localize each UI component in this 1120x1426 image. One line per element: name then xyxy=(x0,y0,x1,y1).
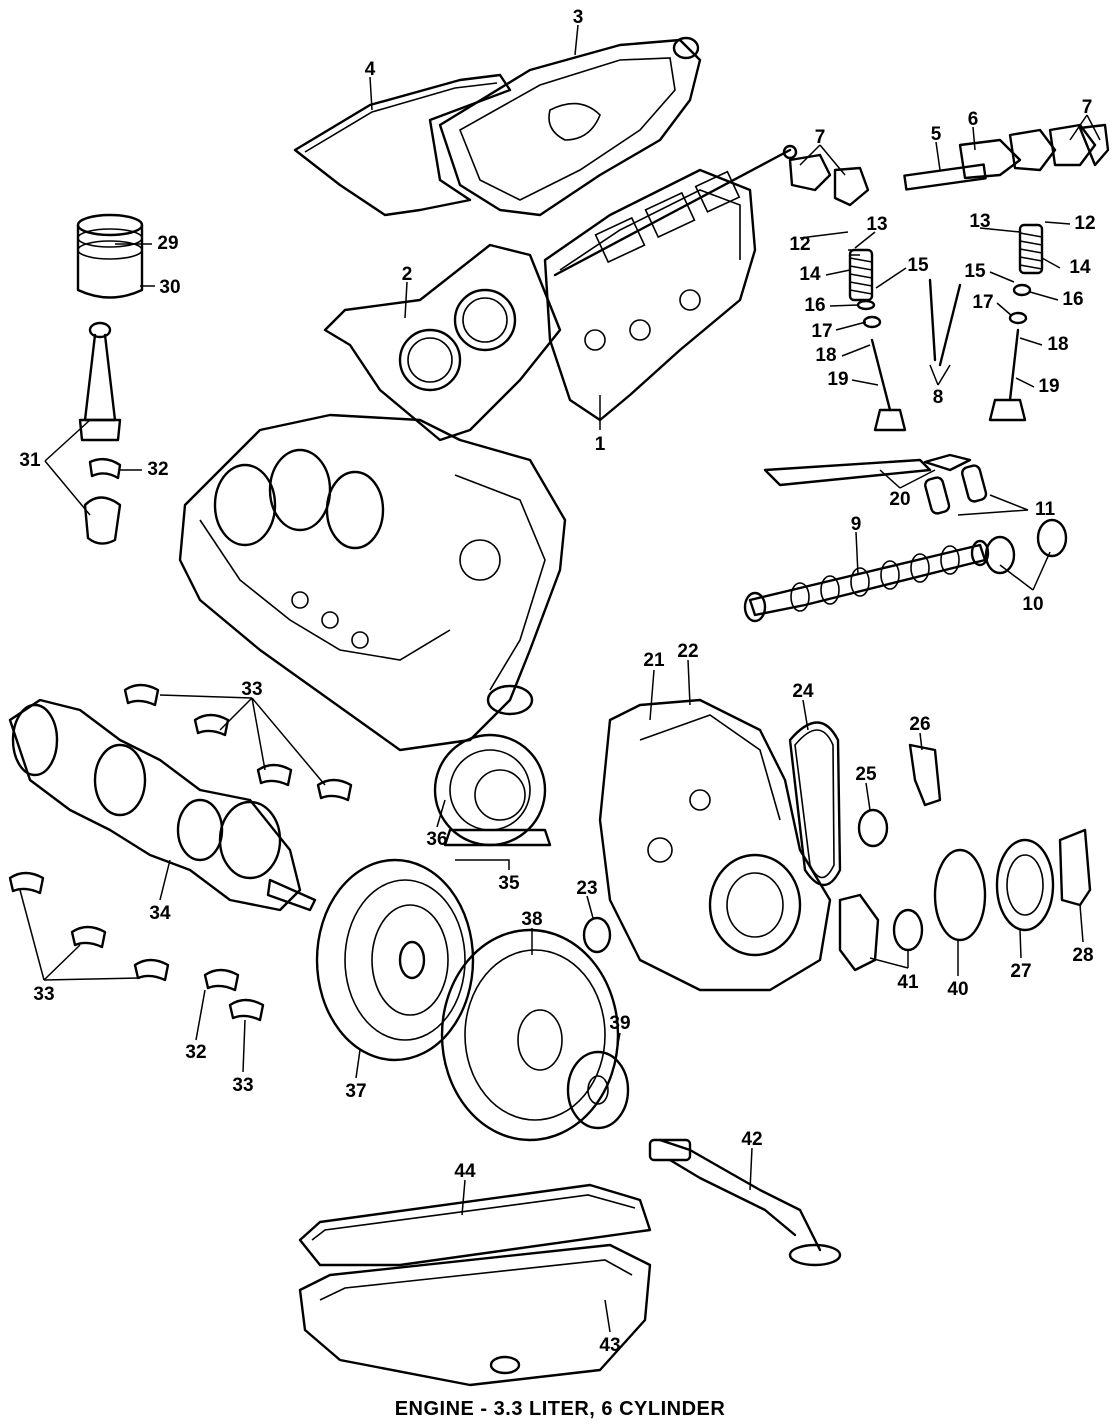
rocker-shaft xyxy=(788,123,1110,207)
callout-43: 43 xyxy=(599,1335,620,1356)
callout-20: 20 xyxy=(889,489,910,510)
callout-7: 7 xyxy=(815,127,826,148)
pushrods xyxy=(928,278,962,367)
callout-38: 38 xyxy=(521,909,542,930)
callout-16: 16 xyxy=(1062,289,1083,310)
oil-pickup xyxy=(648,1138,842,1267)
cam-sprocket xyxy=(857,808,889,848)
piston xyxy=(76,213,144,299)
callout-12: 12 xyxy=(1074,213,1095,234)
callout-42: 42 xyxy=(741,1129,762,1150)
callout-2: 2 xyxy=(402,264,413,285)
callout-11: 11 xyxy=(1035,499,1056,520)
callout-17: 17 xyxy=(811,321,832,342)
timing-cover-seal xyxy=(582,916,612,954)
callout-30: 30 xyxy=(159,277,180,298)
callout-13: 13 xyxy=(969,211,990,232)
crankshaft xyxy=(8,698,317,912)
oil-pump-gears xyxy=(838,828,1092,972)
callout-19: 19 xyxy=(1038,376,1059,397)
callout-10: 10 xyxy=(1022,594,1043,615)
camshaft xyxy=(743,539,990,623)
diagram-caption: ENGINE - 3.3 LITER, 6 CYLINDER xyxy=(394,1398,726,1420)
callout-40: 40 xyxy=(947,979,968,1000)
callout-33: 33 xyxy=(241,679,262,700)
crank-sprocket-plate xyxy=(566,1050,630,1130)
callout-16: 16 xyxy=(804,295,825,316)
cam-bearings xyxy=(984,518,1068,575)
valve-train-left xyxy=(848,248,907,432)
callout-26: 26 xyxy=(909,714,930,735)
callout-1: 1 xyxy=(595,434,606,455)
callout-32: 32 xyxy=(147,459,168,480)
callout-17: 17 xyxy=(972,292,993,313)
timing-chain xyxy=(788,721,842,887)
callout-36: 36 xyxy=(426,829,447,850)
oil-pan-gasket xyxy=(298,1183,652,1267)
callout-9: 9 xyxy=(851,514,862,535)
callout-14: 14 xyxy=(1069,257,1091,278)
callout-14: 14 xyxy=(799,264,821,285)
connecting-rod xyxy=(78,321,122,545)
callout-7: 7 xyxy=(1082,97,1093,118)
valve-cover xyxy=(438,36,702,217)
timing-cover xyxy=(598,698,832,992)
engine-block xyxy=(178,413,567,752)
callout-3: 3 xyxy=(573,7,584,28)
callout-27: 27 xyxy=(1010,961,1031,982)
lifter-guide xyxy=(763,453,972,487)
callout-12: 12 xyxy=(789,234,810,255)
valve-cover-gasket xyxy=(293,73,512,217)
leader-lines xyxy=(19,24,1101,1333)
callout-13: 13 xyxy=(866,214,887,235)
callout-44: 44 xyxy=(454,1161,476,1182)
callout-18: 18 xyxy=(1047,334,1068,355)
callout-15: 15 xyxy=(907,255,929,276)
oil-pan xyxy=(298,1243,652,1387)
callout-28: 28 xyxy=(1072,945,1093,966)
callout-34: 34 xyxy=(149,903,171,924)
callout-37: 37 xyxy=(345,1081,366,1102)
chain-tensioner xyxy=(908,743,942,807)
callout-21: 21 xyxy=(643,650,665,671)
rear-seal-retainer xyxy=(433,733,552,847)
valve-train-right xyxy=(988,223,1044,422)
crank-damper xyxy=(315,858,475,1062)
callout-29: 29 xyxy=(157,233,178,254)
callout-19: 19 xyxy=(827,369,848,390)
callout-15: 15 xyxy=(964,261,986,282)
cylinder-head xyxy=(543,144,798,422)
callout-32: 32 xyxy=(185,1042,206,1063)
callout-41: 41 xyxy=(897,972,919,993)
callout-5: 5 xyxy=(931,124,942,145)
callout-33: 33 xyxy=(33,984,54,1005)
callout-8: 8 xyxy=(933,387,944,408)
flex-plate xyxy=(440,928,620,1142)
callout-35: 35 xyxy=(498,873,520,894)
callout-25: 25 xyxy=(855,764,877,785)
main-bearings xyxy=(8,683,353,1022)
lifters xyxy=(924,464,988,515)
callout-4: 4 xyxy=(365,59,376,80)
callout-31: 31 xyxy=(19,450,41,471)
callout-33: 33 xyxy=(232,1075,253,1096)
callout-23: 23 xyxy=(576,878,597,899)
callout-18: 18 xyxy=(815,345,836,366)
callout-22: 22 xyxy=(677,641,698,662)
callout-6: 6 xyxy=(968,109,979,130)
callout-39: 39 xyxy=(609,1013,630,1034)
callout-24: 24 xyxy=(792,681,814,702)
head-gasket xyxy=(323,243,562,442)
